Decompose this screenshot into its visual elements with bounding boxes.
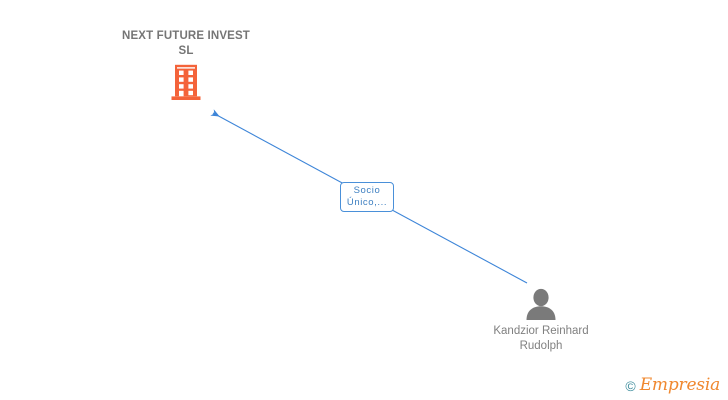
company-name-label: NEXT FUTURE INVEST SL	[122, 30, 250, 58]
copyright-icon: ©	[625, 377, 636, 394]
company-node[interactable]: NEXT FUTURE INVEST SL	[121, 29, 251, 104]
company-icon-wrapper	[121, 64, 251, 104]
person-icon-wrapper	[481, 286, 601, 320]
person-node[interactable]: Kandzior Reinhard Rudolph	[481, 286, 601, 353]
empresia-watermark: © Empresia	[625, 377, 720, 394]
relationship-label-box[interactable]: Socio Único,...	[340, 182, 394, 212]
empresia-brand-label: Empresia	[639, 375, 720, 395]
person-name-label: Kandzior Reinhard Rudolph	[493, 325, 589, 352]
person-icon	[526, 288, 556, 320]
building-icon	[171, 64, 201, 100]
relationship-label-text: Socio Único,...	[346, 185, 388, 208]
